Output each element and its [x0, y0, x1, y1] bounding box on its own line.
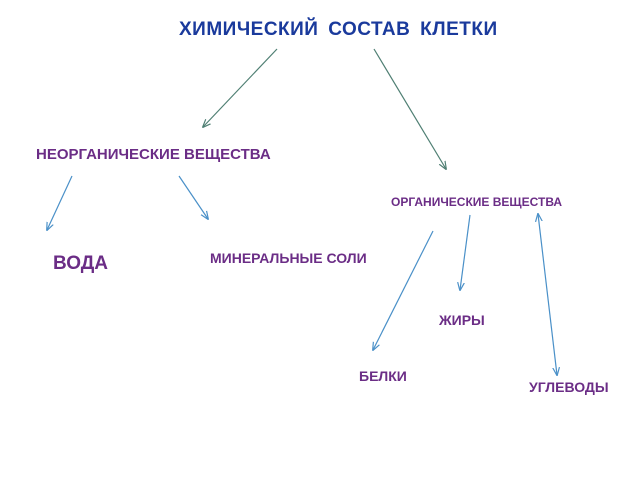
- arrow-inorganic-to-water: [47, 175, 73, 230]
- arrow-inorganic-to-salts: [178, 175, 208, 219]
- node-carbohydrates: УГЛЕВОДЫ: [529, 379, 609, 395]
- node-organic-substances: ОРГАНИЧЕСКИЕ ВЕЩЕСТВА: [391, 195, 563, 209]
- node-mineral-salts: МИНЕРАЛЬНЫЕ СОЛИ: [210, 250, 367, 266]
- node-inorganic-substances: НЕОРГАНИЧЕСКИЕ ВЕЩЕСТВА: [36, 146, 271, 163]
- arrow-title-to-organic: [373, 48, 446, 169]
- arrow-organic-to-proteins: [373, 230, 434, 350]
- arrow-title-to-inorganic: [203, 48, 278, 127]
- arrow-organic-to-carbohydrates: [538, 214, 557, 375]
- diagram-title: ХИМИЧЕСКИЙ СОСТАВ КЛЕТКИ: [179, 19, 498, 40]
- node-fats: ЖИРЫ: [439, 312, 485, 328]
- arrow-organic-to-fats: [460, 214, 471, 290]
- node-water: ВОДА: [53, 253, 109, 274]
- node-proteins: БЕЛКИ: [359, 368, 407, 384]
